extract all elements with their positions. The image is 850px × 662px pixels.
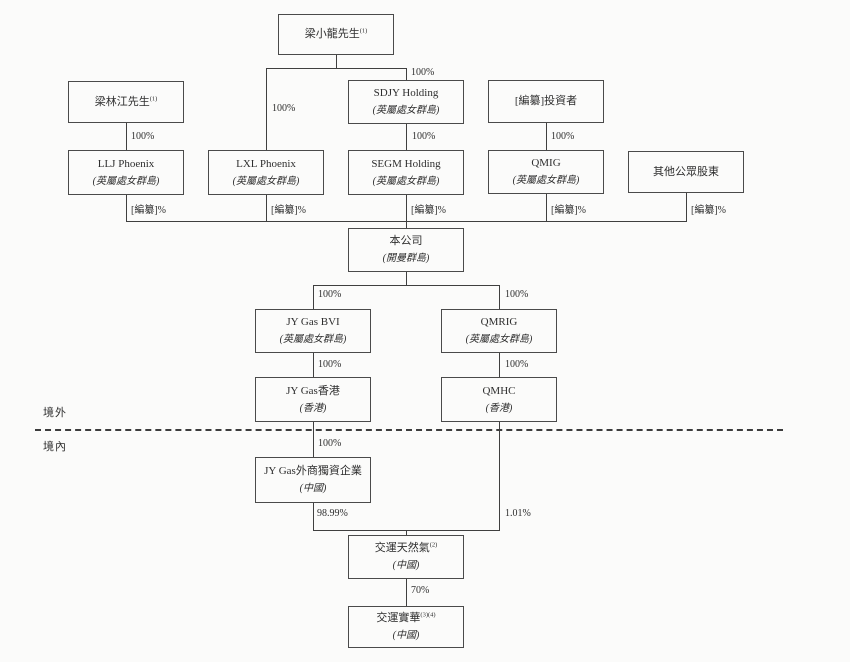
footnote-ref: (1) xyxy=(359,27,368,35)
entity-jurisdiction: (中國) xyxy=(299,483,327,494)
ownership-pct-label: 100% xyxy=(505,289,529,300)
ownership-pct-label: 100% xyxy=(272,103,296,114)
node-jy-gas-bvi: JY Gas BVI (英屬處女群島) xyxy=(255,309,371,353)
entity-name: JY Gas香港 xyxy=(286,384,340,397)
connector-line xyxy=(313,353,314,377)
ownership-pct-label: 98.99% xyxy=(317,508,348,519)
connector-line xyxy=(266,195,267,221)
region-label-offshore: 境外 xyxy=(43,407,67,419)
entity-jurisdiction: (英屬處女群島) xyxy=(372,175,440,187)
node-sdjy-holding: SDJY Holding (英屬處女群島) xyxy=(348,80,464,124)
entity-jurisdiction: (英屬處女群島) xyxy=(92,175,160,187)
connector-line xyxy=(406,272,407,285)
node-company: 本公司 (開曼群島) xyxy=(348,228,464,272)
border-divider-dashed-line xyxy=(35,429,783,431)
node-segm-holding: SEGM Holding (英屬處女群島) xyxy=(348,150,464,195)
node-qmhc: QMHC (香港) xyxy=(441,377,557,422)
connector-line xyxy=(406,221,407,228)
entity-name: SEGM Holding xyxy=(371,157,441,170)
entity-name: 其他公眾股東 xyxy=(653,165,719,178)
ownership-pct-label: 70% xyxy=(411,585,430,596)
entity-name: QMHC xyxy=(482,384,516,397)
entity-jurisdiction: (英屬處女群島) xyxy=(512,175,580,186)
ownership-pct-label: 100% xyxy=(505,359,529,370)
node-jiaoyun-natural-gas: 交運天然氣(2) (中國) xyxy=(348,535,464,579)
ownership-pct-label: [編纂]% xyxy=(131,205,166,216)
entity-jurisdiction: (中國) xyxy=(392,630,420,641)
entity-name: 交運天然氣 xyxy=(374,542,430,554)
ownership-pct-label: [編纂]% xyxy=(691,205,726,216)
node-other-public-shareholders: 其他公眾股東 xyxy=(628,151,744,193)
entity-name: LLJ Phoenix xyxy=(97,157,155,170)
footnote-ref: (3)(4) xyxy=(420,611,436,619)
connector-line xyxy=(406,530,407,535)
entity-name: 梁小龍先生 xyxy=(304,28,360,40)
entity-name: SDJY Holding xyxy=(373,87,439,99)
node-jy-gas-hk: JY Gas香港 (香港) xyxy=(255,377,371,422)
entity-jurisdiction: (香港) xyxy=(299,402,327,414)
connector-line xyxy=(313,285,314,309)
connector-line xyxy=(546,123,547,150)
entity-name: 梁林江先生 xyxy=(94,95,150,108)
ownership-pct-label: 100% xyxy=(412,131,436,142)
entity-name: JY Gas外商獨資企業 xyxy=(264,465,362,477)
connector-line xyxy=(499,285,500,309)
entity-name: 本公司 xyxy=(389,235,423,247)
ownership-pct-label: 1.01% xyxy=(505,508,531,519)
region-label-onshore: 境內 xyxy=(43,441,67,453)
footnote-ref: (2) xyxy=(429,541,438,549)
entity-jurisdiction: (香港) xyxy=(485,402,513,414)
entity-name: QMRIG xyxy=(480,316,518,328)
entity-name: JY Gas BVI xyxy=(286,316,340,328)
connector-line xyxy=(406,68,407,80)
connector-line xyxy=(499,353,500,377)
entity-name: LXL Phoenix xyxy=(236,157,296,170)
entity-name: 交運實華 xyxy=(376,612,421,624)
entity-name: QMIG xyxy=(531,157,561,169)
connector-line xyxy=(546,194,547,221)
connector-line xyxy=(313,285,500,286)
node-liang-linjiang: 梁林江先生(1) xyxy=(68,81,184,123)
node-jiaoyun-shihua: 交運實華(3)(4) (中國) xyxy=(348,606,464,648)
ownership-pct-label: 100% xyxy=(411,67,435,78)
ownership-pct-label: [編纂]% xyxy=(411,205,446,216)
ownership-pct-label: 100% xyxy=(318,438,342,449)
node-jy-gas-wfoe: JY Gas外商獨資企業 (中國) xyxy=(255,457,371,503)
footnote-ref: (1) xyxy=(149,94,158,102)
connector-line xyxy=(313,422,314,457)
node-llj-phoenix: LLJ Phoenix (英屬處女群島) xyxy=(68,150,184,195)
node-qmig: QMIG (英屬處女群島) xyxy=(488,150,604,194)
connector-line xyxy=(126,123,127,150)
entity-jurisdiction: (英屬處女群島) xyxy=(465,334,533,345)
entity-jurisdiction: (英屬處女群島) xyxy=(232,175,300,187)
node-investors: [編纂]投資者 xyxy=(488,80,604,123)
ownership-pct-label: [編纂]% xyxy=(551,205,586,216)
ownership-pct-label: 100% xyxy=(551,131,575,142)
ownership-pct-label: [編纂]% xyxy=(271,205,306,216)
node-liang-xiaolong: 梁小龍先生(1) xyxy=(278,14,394,55)
node-qmrig: QMRIG (英屬處女群島) xyxy=(441,309,557,353)
entity-jurisdiction: (英屬處女群島) xyxy=(279,334,347,345)
ownership-pct-label: 100% xyxy=(131,131,155,142)
ownership-pct-label: 100% xyxy=(318,289,342,300)
connector-line xyxy=(406,195,407,221)
entity-jurisdiction: (開曼群島) xyxy=(382,253,430,264)
entity-name: [編纂]投資者 xyxy=(514,95,578,107)
connector-line xyxy=(126,195,127,221)
connector-line xyxy=(266,68,407,69)
entity-jurisdiction: (中國) xyxy=(392,560,420,571)
node-lxl-phoenix: LXL Phoenix (英屬處女群島) xyxy=(208,150,324,195)
connector-line xyxy=(336,55,337,68)
connector-line xyxy=(499,422,500,530)
connector-line xyxy=(406,579,407,606)
connector-line xyxy=(313,503,314,530)
ownership-pct-label: 100% xyxy=(318,359,342,370)
entity-jurisdiction: (英屬處女群島) xyxy=(372,105,440,116)
connector-line xyxy=(406,124,407,150)
connector-line xyxy=(266,68,267,150)
connector-line xyxy=(686,193,687,221)
